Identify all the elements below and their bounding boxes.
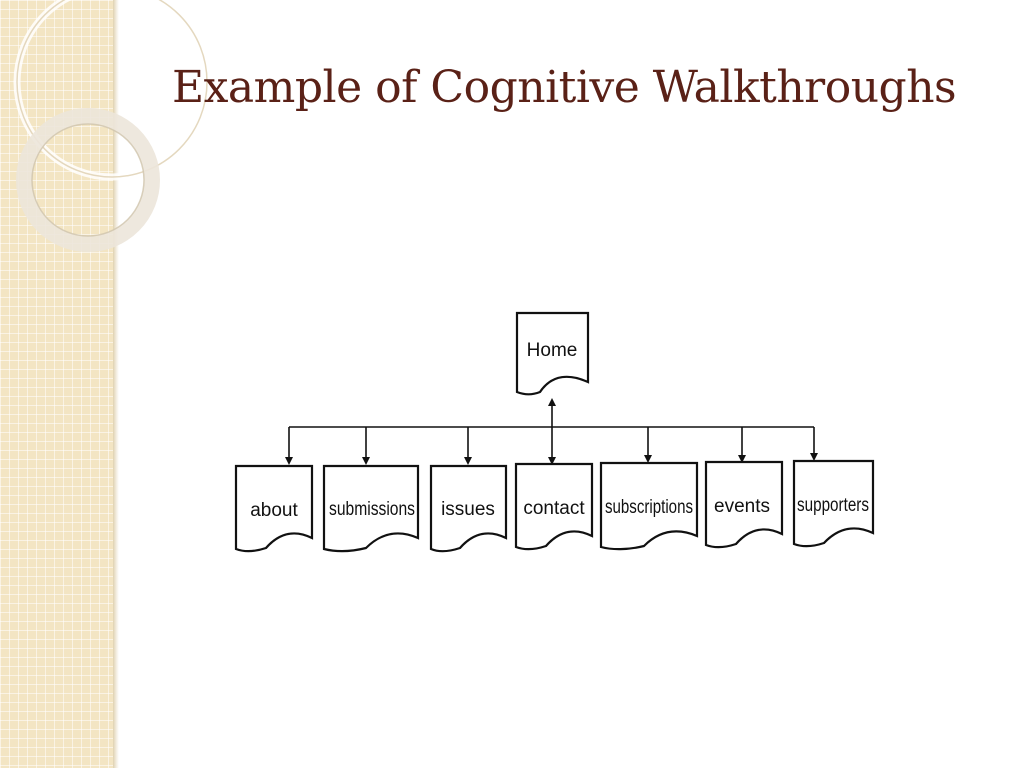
node-subscriptions: subscriptions — [599, 427, 699, 551]
node-home-shape — [515, 311, 590, 396]
node-contact: contact — [514, 457, 594, 551]
sidebar-edge — [113, 0, 119, 768]
node-about: about — [234, 427, 314, 553]
node-subscriptions-shape — [599, 461, 699, 551]
arrow-about — [285, 457, 293, 465]
node-supporters: supporters — [792, 427, 875, 548]
node-issues-shape — [429, 464, 508, 553]
node-submissions-label: submissions — [329, 499, 415, 520]
node-supporters-shape — [792, 459, 875, 548]
connectors — [289, 398, 814, 460]
node-submissions: submissions — [322, 427, 420, 553]
node-issues: issues — [429, 427, 508, 553]
node-events-shape — [704, 460, 784, 549]
decorative-ring-small — [16, 108, 160, 252]
node-about-label: about — [250, 500, 298, 521]
arrow-events — [738, 455, 746, 463]
node-issues-label: issues — [441, 499, 495, 520]
node-home-label: Home — [527, 340, 578, 361]
arrow-submissions — [362, 457, 370, 465]
node-contact-shape — [514, 462, 594, 551]
decorative-ring-large-shadow — [16, 0, 208, 178]
node-contact-label: contact — [523, 498, 585, 519]
node-events-label: events — [714, 496, 770, 517]
node-home: Home — [515, 311, 590, 396]
node-about-shape — [234, 464, 314, 553]
node-subscriptions-label: subscriptions — [605, 497, 693, 518]
arrow-supporters — [810, 453, 818, 461]
slide-title: Example of Cognitive Walkthroughs — [172, 62, 957, 113]
decorative-rings — [13, 0, 211, 252]
arrow-issues — [464, 457, 472, 465]
arrow-contact — [548, 457, 556, 465]
root-arrow-up — [548, 398, 556, 406]
node-submissions-shape — [322, 464, 420, 553]
node-events: events — [704, 427, 784, 549]
decorative-ring-small-inner — [31, 123, 145, 237]
node-supporters-label: supporters — [797, 495, 869, 516]
arrow-subscriptions — [644, 455, 652, 463]
